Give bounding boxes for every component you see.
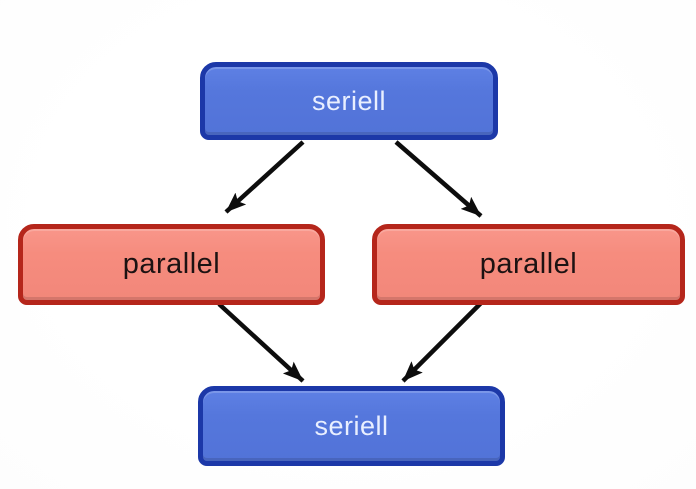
node-seriell-bottom: seriell [198, 386, 505, 466]
arrow-parallel-left-to-bottom [217, 302, 305, 383]
node-label: seriell [311, 85, 387, 116]
node-seriell-top: seriell [200, 62, 498, 140]
node-parallel-right: parallel [372, 224, 685, 305]
arrow-top-to-parallel-left [224, 140, 305, 214]
node-label: seriell [314, 410, 389, 441]
arrow-parallel-right-to-bottom [401, 300, 484, 383]
node-label: parallel [479, 248, 578, 280]
node-label: parallel [122, 248, 221, 280]
node-parallel-left: parallel [18, 224, 325, 305]
arrow-top-to-parallel-right [394, 140, 483, 218]
